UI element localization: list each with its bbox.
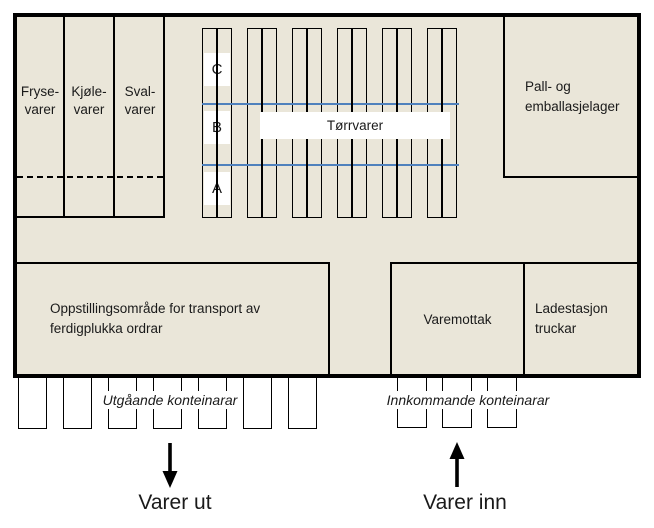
outbound-container bbox=[243, 377, 272, 429]
charging-label: Ladestasjon truckar bbox=[535, 300, 608, 336]
freezer-goods-label: Fryse- varer bbox=[20, 84, 60, 118]
goods-in-label: Varer inn bbox=[423, 491, 507, 514]
goods-out-label: Varer ut bbox=[138, 491, 212, 514]
dry-goods-label: Tørrvarer bbox=[260, 112, 450, 139]
pallet-storage-label: Pall- og emballasjelager bbox=[525, 78, 620, 114]
aisle-line bbox=[202, 103, 459, 105]
outbound-container bbox=[288, 377, 317, 429]
cold-zone-divider bbox=[63, 17, 65, 216]
cold-zone-divider bbox=[113, 17, 115, 216]
cold-storage-zone: Fryse- varer Kjøle- varer Sval- varer bbox=[17, 17, 165, 218]
outbound-container bbox=[63, 377, 92, 429]
cool-goods-label: Sval- varer bbox=[124, 84, 156, 118]
receiving-label: Varemottak bbox=[423, 311, 492, 327]
chilled-goods-label: Kjøle- varer bbox=[71, 84, 107, 118]
pallet-storage-zone: Pall- og emballasjelager bbox=[503, 17, 637, 178]
inbound-containers-label: Innkommande konteinarar bbox=[381, 391, 555, 409]
storage-rack bbox=[202, 28, 232, 218]
charging-zone: Ladestasjon truckar bbox=[525, 262, 637, 374]
staging-zone: Oppstillingsområde for transport av ferd… bbox=[17, 262, 330, 374]
arrow-up-icon bbox=[449, 442, 465, 487]
outbound-container bbox=[18, 377, 47, 429]
receiving-zone: Varemottak bbox=[390, 262, 525, 374]
outbound-containers-label: Utgåande konteinarar bbox=[97, 391, 243, 409]
warehouse-outline: Fryse- varer Kjøle- varer Sval- varer Tø… bbox=[13, 13, 641, 378]
aisle-line bbox=[202, 164, 459, 166]
staging-label: Oppstillingsområde for transport av ferd… bbox=[50, 300, 261, 336]
cold-zone-dashed-line bbox=[17, 176, 163, 178]
arrow-down-icon bbox=[162, 443, 178, 488]
